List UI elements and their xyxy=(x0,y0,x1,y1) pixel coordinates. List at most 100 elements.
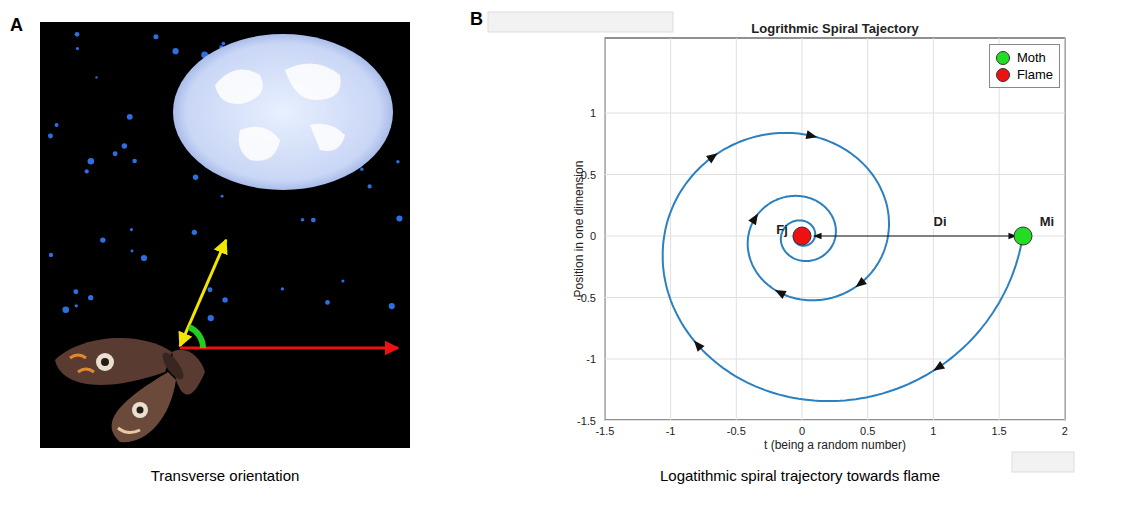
tick-label: 0 xyxy=(799,425,805,437)
star xyxy=(222,297,227,302)
star xyxy=(360,167,363,170)
arrowhead xyxy=(853,277,867,291)
star xyxy=(192,230,197,235)
legend-swatch xyxy=(996,68,1010,82)
tick-label: 1 xyxy=(590,107,596,119)
angle-arc xyxy=(189,327,203,348)
star xyxy=(62,306,69,313)
grid-line xyxy=(605,174,1065,175)
star xyxy=(281,287,284,290)
star xyxy=(122,143,127,148)
panel-letter: B xyxy=(470,10,483,30)
legend-text: Flame xyxy=(1017,67,1053,82)
tick-label: 2 xyxy=(1062,425,1068,437)
star xyxy=(48,133,53,138)
legend-text: Moth xyxy=(1017,50,1046,65)
star xyxy=(95,76,97,78)
panel-caption: Logatithmic spiral trajectory towards fl… xyxy=(660,468,940,485)
star xyxy=(153,34,158,39)
star xyxy=(325,300,330,305)
star xyxy=(76,47,79,50)
arrowhead xyxy=(748,211,761,225)
star xyxy=(141,255,147,261)
star xyxy=(341,279,344,282)
tick-label: 1.5 xyxy=(991,425,1006,437)
moon-direction-arrow xyxy=(180,240,226,346)
grid-line xyxy=(1064,38,1065,420)
star xyxy=(301,218,305,222)
legend-swatch xyxy=(996,51,1010,65)
grid-line xyxy=(604,38,605,420)
grid-line xyxy=(605,113,1065,114)
star xyxy=(311,218,316,223)
grid-line xyxy=(867,38,868,420)
moth xyxy=(55,338,205,442)
star xyxy=(221,195,224,198)
star xyxy=(113,151,118,156)
tick-label: 0.5 xyxy=(860,425,875,437)
star xyxy=(100,237,105,242)
tick-label: -0.5 xyxy=(727,425,746,437)
arrowhead xyxy=(691,338,705,352)
axis-label: Position in one dimension xyxy=(573,161,586,298)
tick-label: -1.5 xyxy=(577,414,596,426)
star xyxy=(55,123,59,127)
axis-label: Logrithmic Spiral Tajectory xyxy=(751,22,918,36)
tick-label: -1.5 xyxy=(595,425,614,437)
legend-box: MothFlame xyxy=(989,44,1060,88)
star xyxy=(368,184,372,188)
spiral-trajectory xyxy=(663,133,1023,401)
grid-line xyxy=(670,38,671,420)
star xyxy=(222,42,226,46)
star xyxy=(389,303,395,309)
star xyxy=(131,249,134,252)
tick-label: -1 xyxy=(586,353,596,365)
panel-caption: Transverse orientation xyxy=(151,468,300,485)
tick-label: 0 xyxy=(590,230,596,242)
placeholder-box xyxy=(488,12,673,32)
star xyxy=(172,48,178,54)
star xyxy=(85,169,89,173)
tick-label: 0.5 xyxy=(581,168,596,180)
panel-letter: A xyxy=(10,16,23,36)
star xyxy=(75,32,80,37)
star xyxy=(207,287,212,292)
grid-line xyxy=(605,420,1065,421)
star xyxy=(396,216,402,222)
tick-label: -0.5 xyxy=(577,291,596,303)
grid-line xyxy=(605,359,1065,360)
grid-line xyxy=(605,236,1065,237)
plot-axes xyxy=(605,38,1065,420)
grid-line xyxy=(736,38,737,420)
arrowhead xyxy=(806,130,819,141)
point-label: Fj xyxy=(776,223,788,237)
moon xyxy=(173,34,393,190)
trajectory-arrowheads xyxy=(691,130,946,374)
arrowhead xyxy=(706,150,720,164)
distance-arrow xyxy=(814,235,1016,236)
arrowhead xyxy=(773,286,787,299)
legend-row: Flame xyxy=(996,67,1053,82)
star xyxy=(73,289,78,294)
star xyxy=(193,175,198,180)
star xyxy=(208,315,214,321)
star xyxy=(88,158,95,165)
star xyxy=(396,160,399,163)
star xyxy=(130,228,133,231)
grid-lines xyxy=(605,38,1065,421)
grid-line xyxy=(999,38,1000,420)
tick-label: 1 xyxy=(930,425,936,437)
star xyxy=(49,253,53,257)
night-sky xyxy=(40,22,410,448)
legend-row: Moth xyxy=(996,50,1053,65)
tick-label: -1 xyxy=(666,425,676,437)
flight-direction-arrow xyxy=(180,347,398,350)
point-label: Mi xyxy=(1040,215,1054,229)
arrowhead xyxy=(931,361,945,375)
stars xyxy=(48,32,402,321)
placeholder-box xyxy=(1012,452,1074,472)
star xyxy=(88,295,93,300)
point-label: Di xyxy=(932,215,949,229)
star xyxy=(132,159,137,164)
